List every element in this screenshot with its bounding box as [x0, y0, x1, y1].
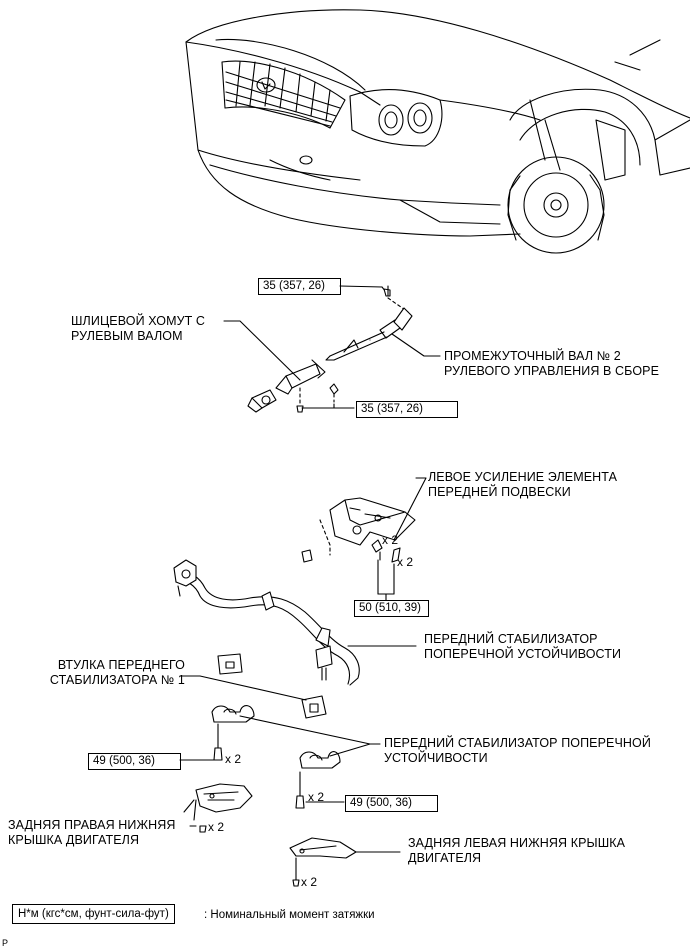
stabilizer-bar-label: ПЕРЕДНИЙ СТАБИЛИЗАТОР ПОПЕРЕЧНОЙ УСТОЙЧИ…: [424, 632, 622, 661]
torque-box: 50 (510, 39): [354, 600, 429, 617]
vehicle-front-illustration: [185, 9, 690, 254]
reinforcement-label: ЛЕВОЕ УСИЛЕНИЕ ЭЛЕМЕНТА ПЕРЕДНЕЙ ПОДВЕСК…: [428, 470, 618, 499]
engine-covers-illustration: [183, 783, 401, 887]
steering-slider-label: ШЛИЦЕВОЙ ХОМУТ С РУЛЕВЫМ ВАЛОМ: [71, 314, 206, 343]
intermediate-shaft-label: ПРОМЕЖУТОЧНЫЙ ВАЛ № 2 РУЛЕВОГО УПРАВЛЕНИ…: [444, 349, 660, 378]
corner-mark: P: [2, 938, 9, 948]
lh-engine-cover-label: ЗАДНЯЯ ЛЕВАЯ НИЖНЯЯ КРЫШКА ДВИГАТЕЛЯ: [408, 836, 626, 865]
quantity-label: x 2: [208, 820, 225, 834]
bushing-label: ВТУЛКА ПЕРЕДНЕГО СТАБИЛИЗАТОРА № 1: [49, 658, 185, 687]
intermediate-shaft-illustration: [223, 285, 441, 413]
legend-unit-box: Н*м (кгс*см, фунт-сила-фут): [12, 904, 175, 924]
quantity-label: x 2: [225, 752, 242, 766]
quantity-label: x 2: [397, 555, 414, 569]
quantity-label: x 2: [308, 790, 325, 804]
stabilizer-brackets-illustration: [179, 705, 381, 809]
torque-box: 35 (357, 26): [356, 401, 458, 418]
torque-box: 49 (500, 36): [345, 795, 438, 812]
rh-engine-cover-label: ЗАДНЯЯ ПРАВАЯ НИЖНЯЯ КРЫШКА ДВИГАТЕЛЯ: [8, 818, 176, 847]
torque-box: 49 (500, 36): [88, 753, 181, 770]
reinforcement-illustration: [301, 477, 427, 601]
quantity-label: x 2: [301, 875, 318, 889]
stabilizer-bracket-label: ПЕРЕДНИЙ СТАБИЛИЗАТОР ПОПЕРЕЧНОЙ УСТОЙЧИ…: [384, 736, 651, 765]
torque-box: 35 (357, 26): [258, 278, 341, 295]
stabilizer-bar-illustration: [173, 559, 417, 719]
quantity-label: x 2: [382, 533, 399, 547]
legend-description: : Номинальный момент затяжки: [204, 909, 375, 921]
